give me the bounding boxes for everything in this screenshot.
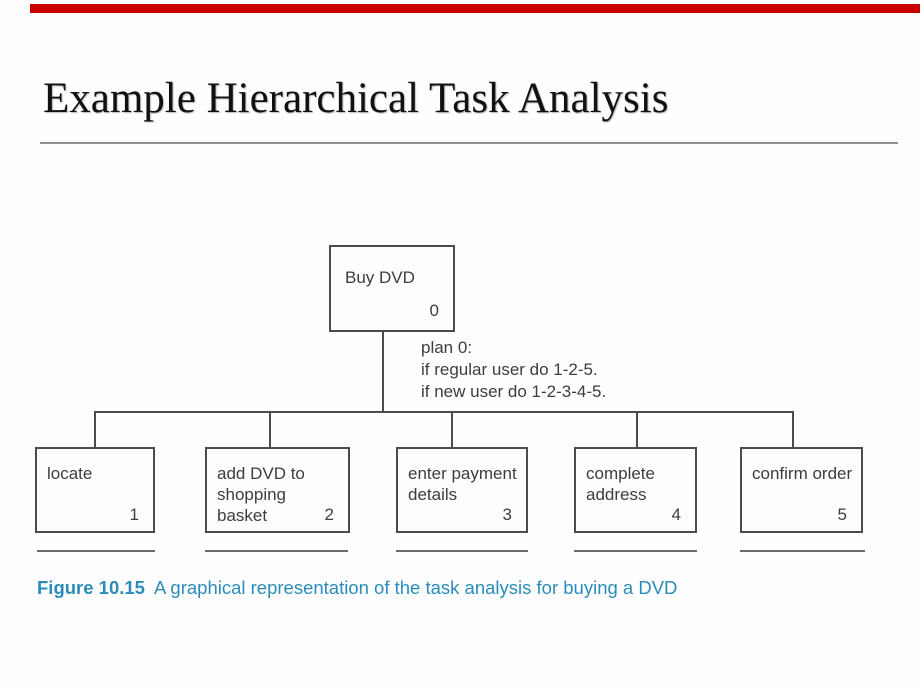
connector-stub [636,411,638,447]
task-box-label: enter payment details [408,464,517,504]
task-box-number: 1 [129,505,139,524]
connector-hline [94,411,794,413]
task-box-add-dvd: add DVD to shopping basket 2 [205,447,350,533]
task-underline [37,550,155,552]
task-box-number: 0 [429,301,439,320]
figure-label: Figure 10.15 [37,577,145,598]
task-box-complete-address: complete address 4 [574,447,697,533]
slide-title: Example Hierarchical Task Analysis [43,75,669,122]
task-box-confirm-order: confirm order 5 [740,447,863,533]
task-box-number: 3 [502,505,512,524]
plan-line: if regular user do 1-2-5. [421,360,598,379]
task-box-enter-payment: enter payment details 3 [396,447,528,533]
connector-stub [792,411,794,447]
accent-bar [30,4,920,13]
plan-line: if new user do 1-2-3-4-5. [421,382,607,401]
plan-text: plan 0: if regular user do 1-2-5. if new… [421,337,606,403]
task-box-root: Buy DVD 0 [329,245,455,332]
figure-caption: Figure 10.15 A graphical representation o… [37,577,677,599]
connector-stub [269,411,271,447]
figure-text: A graphical representation of the task a… [153,577,678,598]
connector-stub [451,411,453,447]
task-box-label: locate [47,464,93,483]
task-box-number: 2 [324,505,334,524]
task-box-label: Buy DVD [345,268,415,287]
task-underline [574,550,697,552]
task-box-label: complete address [586,464,655,504]
root-stem-line [382,332,384,412]
task-box-locate: locate 1 [35,447,155,533]
task-box-label: confirm order [752,464,853,483]
task-box-label: add DVD to shopping basket [217,464,305,525]
connector-stub [94,411,96,447]
plan-line: plan 0: [421,338,473,357]
task-underline [396,550,528,552]
task-box-number: 5 [837,505,847,524]
task-box-number: 4 [671,505,681,524]
title-rule [40,142,898,144]
task-underline [740,550,865,552]
task-underline [205,550,348,552]
